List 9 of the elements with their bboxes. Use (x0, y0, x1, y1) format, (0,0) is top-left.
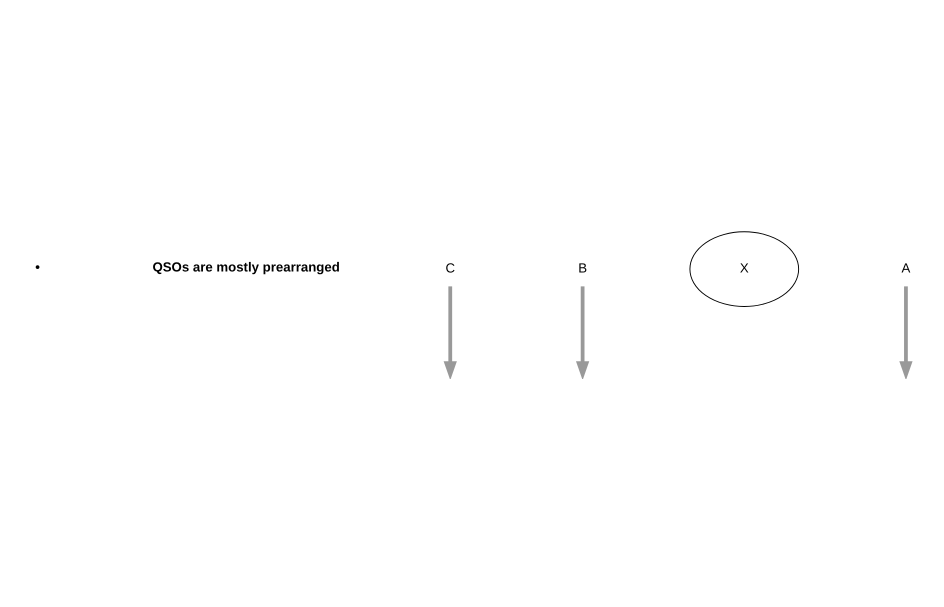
label: • (35, 260, 40, 275)
node-text: C (445, 260, 456, 276)
arrow (444, 286, 457, 379)
node-ellipse: X (689, 231, 800, 307)
node-text: A (902, 260, 910, 276)
arrow (899, 286, 913, 379)
label: QSOs are mostly prearranged (152, 260, 340, 275)
arrow (576, 286, 590, 379)
node-text: B (578, 260, 588, 276)
